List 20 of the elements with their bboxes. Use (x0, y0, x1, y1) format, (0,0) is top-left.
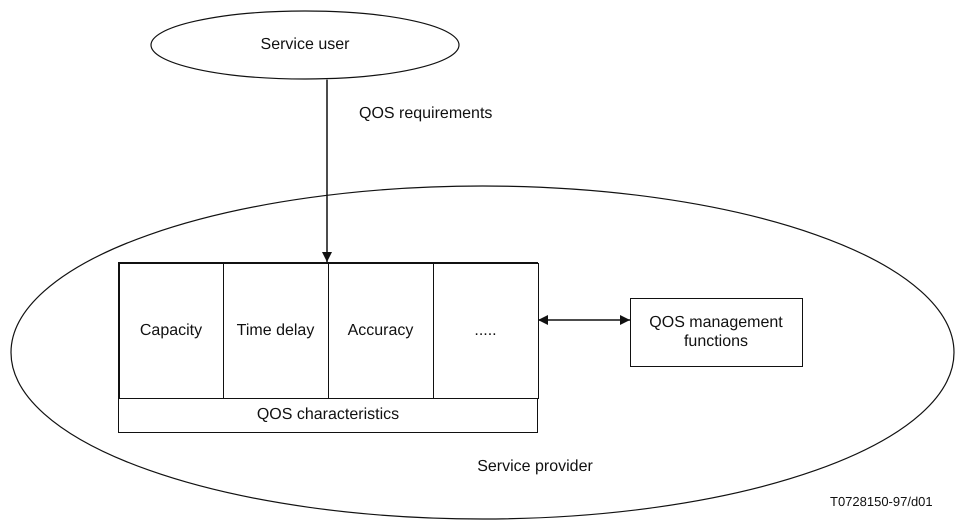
table-box (118, 262, 538, 433)
table-cell (433, 263, 539, 399)
process-box (630, 298, 803, 367)
ellipse (10, 185, 955, 520)
node-text: Service user (260, 35, 350, 55)
node-text: Service provider (477, 457, 593, 477)
edge-label: QOS requirements (357, 105, 494, 123)
table-cell (328, 263, 434, 399)
table-cell (119, 263, 224, 399)
node-text: Time delay (236, 320, 314, 340)
arrow (538, 315, 630, 325)
ellipse (150, 10, 460, 80)
node-text: Accuracy (348, 320, 414, 340)
node-text: ..... (474, 320, 497, 340)
node-text: QOS characteristics (256, 405, 400, 425)
arrow (322, 80, 332, 262)
figure-code: T0728150-97/d01 (830, 494, 933, 509)
table-cell (223, 263, 329, 399)
node-text: QOS management functions (648, 312, 784, 352)
node-text: Capacity (140, 320, 202, 340)
